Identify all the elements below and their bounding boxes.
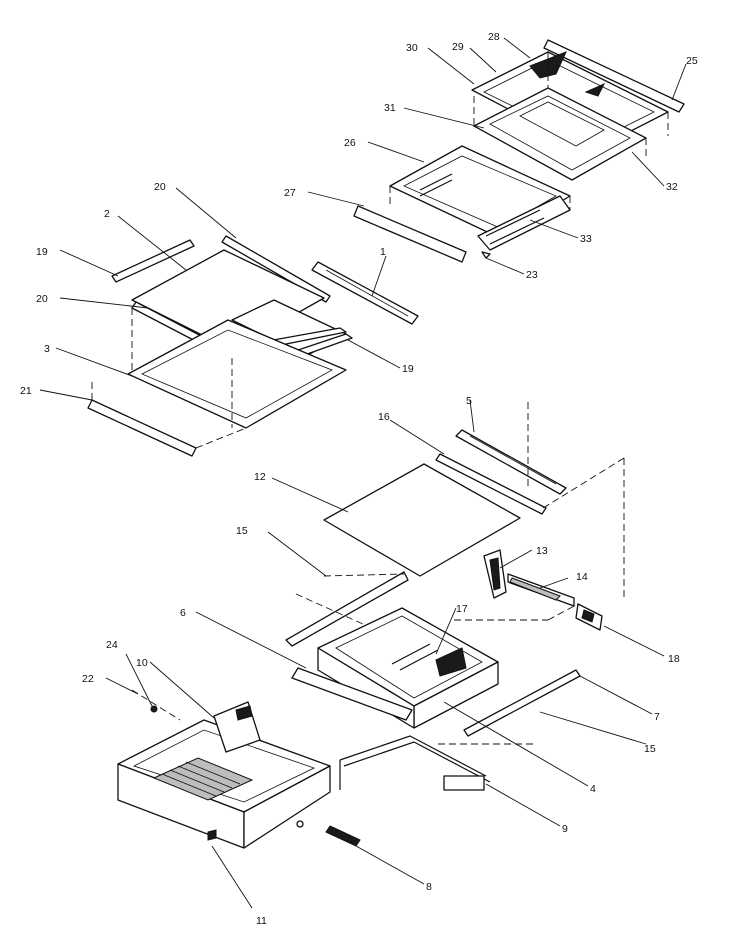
rail-part-6 <box>291 667 413 721</box>
callout-label: 5 <box>466 395 472 407</box>
callout-label: 20 <box>36 293 48 305</box>
callout-label: 28 <box>488 31 500 43</box>
callout-label: 4 <box>590 783 596 795</box>
clip-part-23 <box>481 251 491 259</box>
center-shelf-assembly <box>285 402 625 673</box>
callout-label: 7 <box>654 711 660 723</box>
callout-label: 20 <box>154 181 166 193</box>
callout-labels: 30 29 28 25 31 26 32 27 33 23 20 2 19 1 … <box>20 31 698 927</box>
callout-label: 13 <box>536 545 548 557</box>
callout-label: 18 <box>668 653 680 665</box>
callout-label: 29 <box>452 41 464 53</box>
wire-part-9 <box>339 735 491 791</box>
crisper-drawer-part-11 <box>117 701 331 849</box>
callout-label: 17 <box>456 603 468 615</box>
callout-label: 3 <box>44 343 50 355</box>
callout-label: 21 <box>20 385 32 397</box>
frame-part-3 <box>127 319 347 429</box>
callout-label: 30 <box>406 42 418 54</box>
callout-label: 8 <box>426 881 432 893</box>
part-8 <box>325 825 361 847</box>
screw-part <box>296 820 304 828</box>
callout-label: 9 <box>562 823 568 835</box>
callout-label: 1 <box>380 246 386 258</box>
callout-label: 6 <box>180 607 186 619</box>
shelf-part-12 <box>323 463 521 577</box>
callout-label: 14 <box>576 571 588 583</box>
callout-label: 15 <box>644 743 656 755</box>
rail-part-25 <box>543 39 685 113</box>
callout-label: 22 <box>82 673 94 685</box>
knob-part-24 <box>150 705 158 713</box>
callout-label: 12 <box>254 471 266 483</box>
rail-part-21 <box>87 399 197 457</box>
callout-label: 19 <box>36 246 48 258</box>
top-shelf-assembly <box>353 39 685 263</box>
crisper-cover-assembly <box>87 235 419 457</box>
callout-label: 24 <box>106 639 118 651</box>
callout-label: 23 <box>526 269 538 281</box>
rail-part-1 <box>311 261 419 325</box>
housing-part-17 <box>317 603 579 729</box>
callout-label: 31 <box>384 102 396 114</box>
callout-label: 27 <box>284 187 296 199</box>
callout-label: 2 <box>104 208 110 220</box>
control-assembly <box>483 549 603 631</box>
callout-label: 15 <box>236 525 248 537</box>
rail-part-5 <box>455 429 567 495</box>
callout-label: 19 <box>402 363 414 375</box>
callout-label: 32 <box>666 181 678 193</box>
leader-lines <box>39 37 687 909</box>
rail-part-27 <box>353 205 467 263</box>
rail-part-20-upper <box>221 235 331 303</box>
callout-label: 11 <box>256 915 267 927</box>
callout-label: 33 <box>580 233 592 245</box>
callout-label: 25 <box>686 55 698 67</box>
rail-part-16 <box>435 453 547 515</box>
callout-label: 26 <box>344 137 356 149</box>
drawer-grille <box>152 757 254 801</box>
callout-label: 10 <box>136 657 148 669</box>
callout-label: 16 <box>378 411 390 423</box>
rail-part-15-upper <box>285 571 409 647</box>
